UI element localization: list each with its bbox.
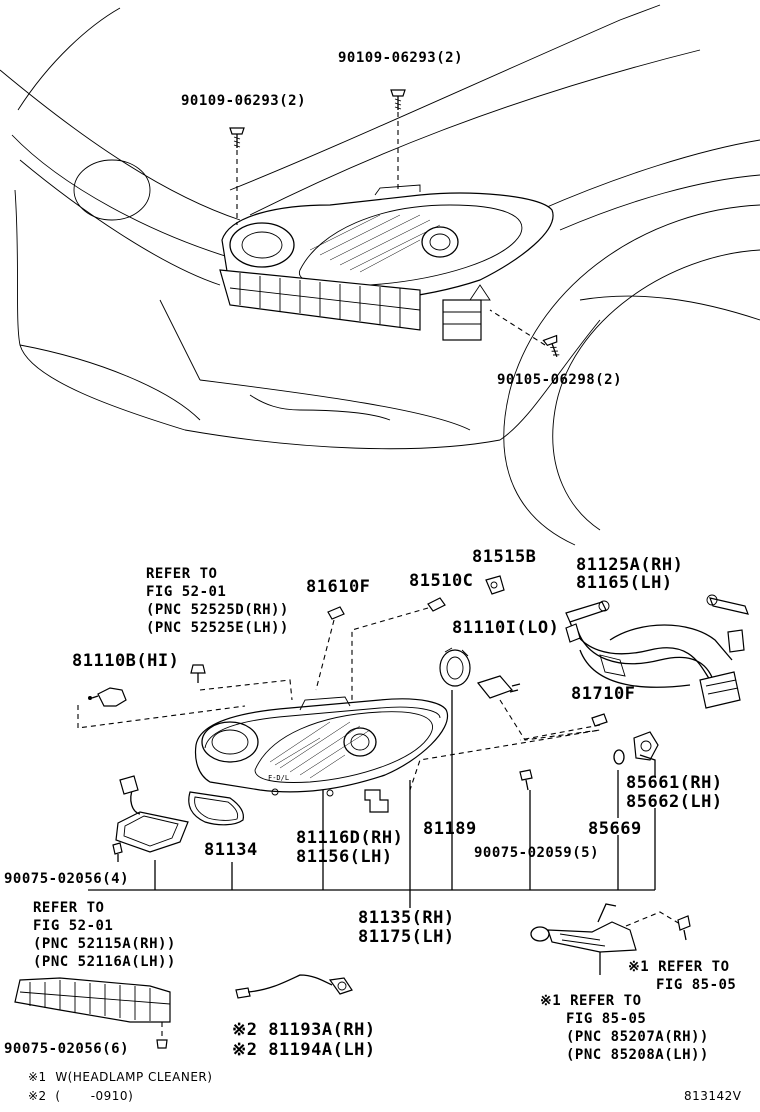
label-81165: 81165(LH) (576, 573, 673, 593)
label-refer-85-05-b1: ※1 REFER TO (540, 993, 642, 1009)
label-refer-52-01-b2: FIG 52-01 (33, 918, 114, 934)
wire-harness-81125a-icon (565, 594, 749, 709)
label-refer-52-01-a1: REFER TO (146, 566, 218, 582)
label-85662: 85662(LH) (626, 792, 723, 812)
leader-52525 (199, 679, 293, 701)
label-85661: 85661(RH) (626, 773, 723, 793)
label-screw-90075-02059: 90075-02059(5) (474, 845, 600, 861)
label-81134: 81134 (204, 840, 258, 860)
label-refer-85-05-a1: ※1 REFER TO (628, 959, 730, 975)
headlamp-assembly-top (219, 184, 554, 341)
label-refer-52-01-a4: (PNC 52525E(LH)) (146, 620, 289, 636)
bumper-bracket-52115a-icon (14, 977, 171, 1049)
label-81156: 81156(LH) (296, 847, 393, 867)
bulb-81110b-icon (88, 687, 127, 707)
label-81110i: 81110I(LO) (452, 618, 560, 638)
ring-81189-icon (439, 647, 471, 687)
headlamp-housing-exploded: F-D/L (194, 696, 449, 813)
label-refer-85-05-b2: FIG 85-05 (566, 1011, 647, 1027)
socket-81515b-icon (485, 575, 505, 595)
figure-code: 813142V (684, 1089, 742, 1103)
label-81194a: ※2 81194A(LH) (232, 1040, 376, 1060)
leader-81610f (315, 619, 335, 691)
bolt-icons-top (229, 89, 560, 358)
bulb-81710f-icon (591, 713, 608, 727)
leader-85661 (639, 754, 656, 776)
label-85669: 85669 (588, 819, 642, 839)
leader-81510c (351, 607, 429, 700)
label-81189: 81189 (423, 819, 477, 839)
label-refer-85-05-b3: (PNC 85207A(RH)) (566, 1029, 709, 1045)
label-81610f: 81610F (306, 577, 371, 597)
label-refer-52-01-b3: (PNC 52115A(RH)) (33, 936, 176, 952)
svg-text:F-D/L: F-D/L (268, 774, 289, 782)
label-81175: 81175(LH) (358, 927, 455, 947)
screw-90075-02059-icon (519, 769, 533, 791)
ballast-box-icon (112, 775, 189, 862)
sensor-81193a-icon (235, 974, 353, 999)
clip-icon-52525 (190, 664, 206, 683)
label-81515b: 81515B (472, 547, 537, 567)
socket-85661-icon (633, 731, 659, 761)
gasket-81134-icon (188, 791, 245, 826)
bulb-81510c-icon (427, 597, 446, 612)
label-81116d: 81116D(RH) (296, 828, 404, 848)
part-callout-tree (88, 690, 656, 908)
cleaner-nozzle-85207a-icon (530, 903, 691, 975)
footnote-headlamp-cleaner: ※1 W(HEADLAMP CLEANER) (28, 1070, 213, 1084)
gasket-85669-icon (613, 749, 625, 765)
label-refer-52-01-a2: FIG 52-01 (146, 584, 227, 600)
label-screw-90075-02056-6: 90075-02056(6) (4, 1041, 130, 1057)
label-refer-52-01-a3: (PNC 52525D(RH)) (146, 602, 289, 618)
label-refer-85-05-b4: (PNC 85208A(LH)) (566, 1047, 709, 1063)
label-bolt-90105: 90105-06298(2) (497, 372, 623, 388)
car-front-body (0, 4, 760, 546)
footnote-date-range: ※2 ( -0910) (28, 1089, 134, 1103)
label-81125a: 81125A(RH) (576, 555, 684, 575)
leader-81710f (519, 724, 601, 741)
label-bolt-90109-right: 90109-06293(2) (338, 50, 464, 66)
bulb-81110i-icon (476, 675, 521, 699)
label-refer-52-01-b4: (PNC 52116A(LH)) (33, 954, 176, 970)
label-refer-85-05-a2: FIG 85-05 (656, 977, 737, 993)
label-81510c: 81510C (409, 571, 474, 591)
label-81135: 81135(RH) (358, 908, 455, 928)
leader-81110b (77, 705, 246, 729)
leader-81110i (409, 699, 601, 791)
bulb-81610f-icon (327, 606, 345, 620)
label-refer-52-01-b1: REFER TO (33, 900, 105, 916)
label-bolt-90109-left: 90109-06293(2) (181, 93, 307, 109)
label-screw-90075-02056-4: 90075-02056(4) (4, 871, 130, 887)
label-81710f: 81710F (571, 684, 636, 704)
label-81193a: ※2 81193A(RH) (232, 1020, 376, 1040)
label-81110b: 81110B(HI) (72, 651, 180, 671)
